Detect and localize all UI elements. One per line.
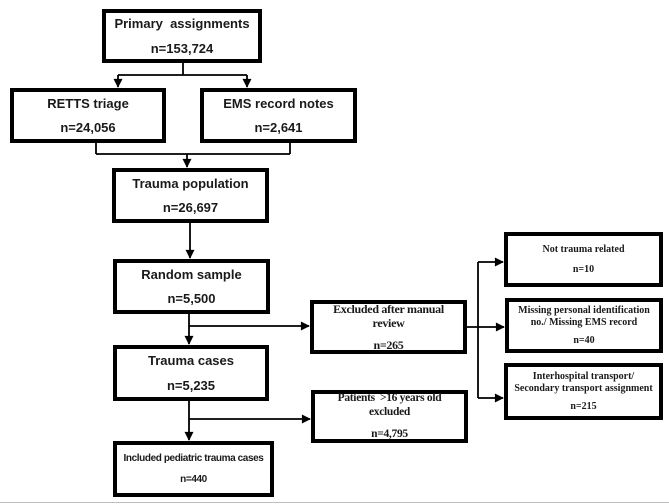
node-count: n=2,641 <box>254 120 303 136</box>
node-label: RETTS triage <box>47 95 129 111</box>
node-patients-over-16-excluded: Patients >16 years old excluded n=4,795 <box>311 390 468 443</box>
node-count: n=153,724 <box>150 40 214 56</box>
edge-primary-stem <box>118 63 247 76</box>
node-count: n=440 <box>180 474 207 486</box>
node-interhospital-secondary-transport: Interhospital transport/ Secondary trans… <box>504 363 663 420</box>
node-label: Missing personal identification no./ Mis… <box>518 304 653 328</box>
node-primary-assignments: Primary assignments n=153,724 <box>102 9 262 63</box>
node-retts-triage: RETTS triage n=24,056 <box>10 88 166 143</box>
node-count: n=10 <box>572 263 595 275</box>
node-label: Trauma cases <box>147 353 234 369</box>
node-label: EMS record notes <box>223 95 334 111</box>
node-excluded-after-manual-review: Excluded after manual review n=265 <box>310 300 467 354</box>
node-count: n=24,056 <box>60 120 116 136</box>
node-count: n=40 <box>573 335 595 347</box>
node-count: n=5,500 <box>167 291 216 307</box>
node-count: n=4,795 <box>371 428 408 441</box>
edge-join-stubs <box>95 143 291 155</box>
node-trauma-population: Trauma population n=26,697 <box>112 168 269 223</box>
node-label: Primary assignments <box>114 16 250 32</box>
node-missing-id-missing-ems-record: Missing personal identification no./ Mis… <box>505 298 663 353</box>
node-label: Interhospital transport/ Secondary trans… <box>514 370 653 394</box>
node-label: Included pediatric trauma cases <box>123 452 264 464</box>
node-label: Not trauma related <box>542 244 625 256</box>
node-count: n=215 <box>570 401 597 413</box>
node-random-sample: Random sample n=5,500 <box>113 259 270 314</box>
node-label: Trauma population <box>132 175 249 191</box>
node-included-pediatric-trauma-cases: Included pediatric trauma cases n=440 <box>113 441 274 497</box>
node-ems-record-notes: EMS record notes n=2,641 <box>200 88 357 143</box>
node-not-trauma-related: Not trauma related n=10 <box>504 232 663 287</box>
node-label: Random sample <box>141 266 242 282</box>
node-label: Excluded after manual review <box>333 301 447 330</box>
node-trauma-cases: Trauma cases n=5,235 <box>113 345 269 401</box>
figure-bottom-edge <box>0 502 669 503</box>
node-count: n=26,697 <box>162 200 219 216</box>
node-label: Patients >16 years old excluded <box>337 392 444 418</box>
node-count: n=5,235 <box>166 377 216 393</box>
node-count: n=265 <box>373 338 404 353</box>
